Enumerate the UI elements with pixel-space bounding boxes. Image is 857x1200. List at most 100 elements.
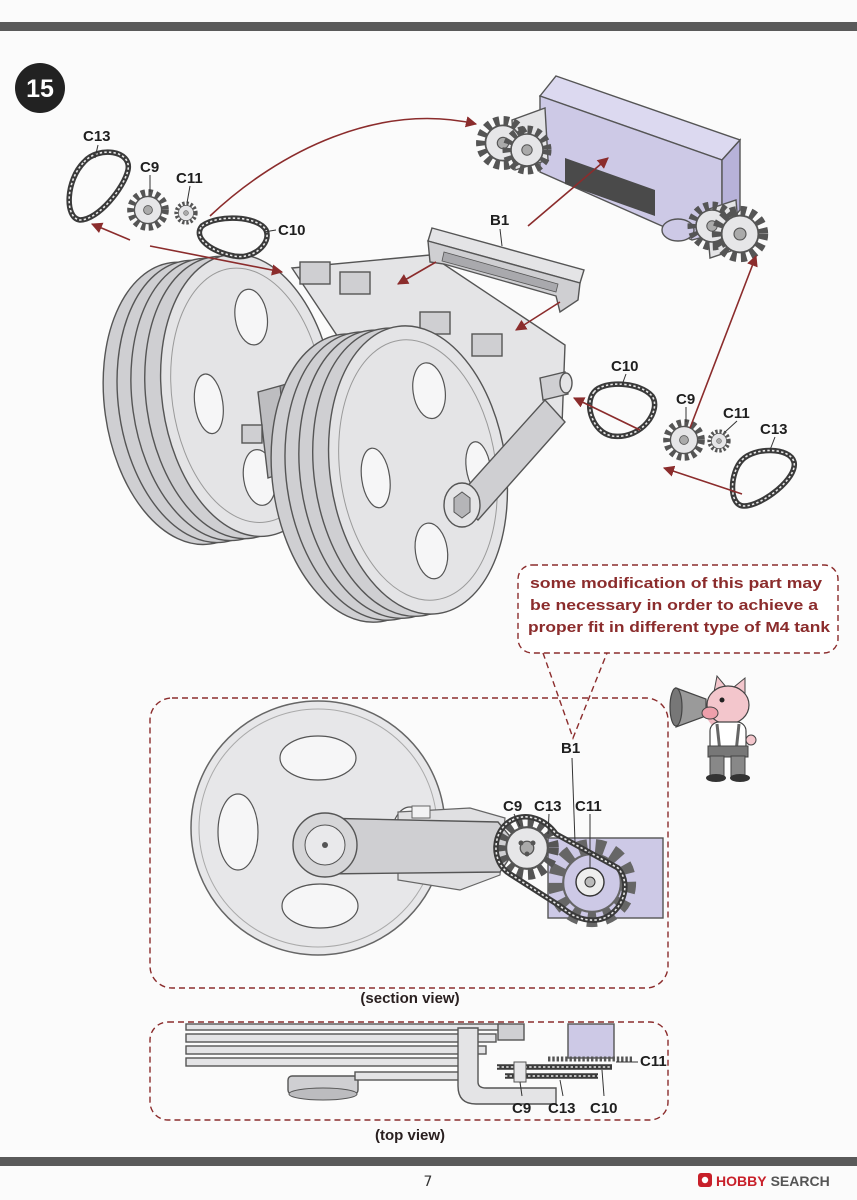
- chain-links: [495, 816, 626, 921]
- road-wheel-right: [270, 325, 509, 623]
- bogie-bracket: [299, 261, 331, 285]
- top-label-c11: C11: [640, 1053, 667, 1070]
- note-pointer: [542, 652, 608, 740]
- chain-links: [68, 151, 129, 221]
- arrow-right-axle: [572, 397, 641, 431]
- gearbox-slot: [565, 158, 655, 216]
- label-c10-right: C10: [611, 358, 639, 375]
- chain-c13-right: [729, 447, 797, 509]
- wheel-hole: [193, 373, 224, 435]
- wheel-hole: [234, 288, 269, 346]
- top-axle-rod: [354, 1071, 476, 1081]
- label-c13-left: C13: [83, 128, 111, 145]
- label-c11-right: C11: [723, 405, 750, 422]
- leader-lines: [94, 144, 776, 451]
- exploded-view: C13 C9 C11 C10 B1 C10 C9 C11 C13: [66, 75, 797, 623]
- top-gearbox: [567, 1023, 615, 1059]
- leader-line: [621, 373, 627, 386]
- label-b1: B1: [490, 212, 509, 229]
- leader-line: [769, 436, 776, 451]
- section-label-c13: C13: [534, 798, 562, 815]
- note-line-1: some modification of this part may: [530, 575, 823, 592]
- sprocket-pin: [518, 840, 524, 846]
- top-wheel-rim: [185, 1033, 497, 1043]
- leader-line: [547, 813, 550, 835]
- part-b1: [427, 227, 585, 314]
- sprocket-c9-right: [667, 423, 701, 457]
- label-c9-left: C9: [140, 159, 159, 176]
- logo-hobby: HOBBY: [716, 1173, 767, 1189]
- arrow-left-axle: [149, 245, 284, 276]
- chain-c13-left: [66, 149, 131, 223]
- left-drive-parts: [66, 149, 270, 260]
- step-badge-circle: [15, 63, 65, 113]
- arrow-to-sprocket-left: [209, 116, 478, 217]
- wheel-hole: [414, 522, 449, 580]
- label-c11-left: C11: [176, 170, 203, 187]
- mascot-shoe: [730, 774, 750, 782]
- mascot-eye: [719, 697, 725, 703]
- page-number: 7: [424, 1174, 433, 1190]
- right-drive-parts: [587, 381, 797, 509]
- footer-rule: [0, 1157, 857, 1166]
- section-wheel-hole: [279, 735, 357, 781]
- assembly-arrows: [90, 116, 758, 495]
- leader-line: [263, 229, 277, 233]
- section-hub-center: [322, 842, 328, 848]
- label-c10-left: C10: [278, 222, 306, 239]
- top-wheel-rim: [185, 1023, 505, 1031]
- section-label-c11: C11: [575, 798, 602, 815]
- leader-line: [601, 1069, 605, 1097]
- section-pinion-center: [584, 876, 596, 888]
- mascot-hand: [745, 734, 757, 746]
- leader-line: [513, 813, 521, 827]
- sprocket-pin: [524, 851, 530, 857]
- section-label-c9: C9: [503, 798, 522, 815]
- gearbox-block: [481, 75, 763, 258]
- logo-search: SEARCH: [771, 1173, 830, 1189]
- section-view: B1 C9 C13 C11 (section view): [149, 697, 669, 1007]
- leader-line: [724, 420, 738, 433]
- leader-line: [559, 1079, 564, 1097]
- wheel-hole: [412, 362, 446, 420]
- pinion-c11-right: [710, 432, 729, 451]
- megaphone-bell: [669, 687, 683, 727]
- arrow-to-sprocket-right: [689, 254, 758, 429]
- chain-links: [731, 449, 795, 507]
- arrow-b1-to-frame: [397, 261, 437, 285]
- top-label-c10: C10: [590, 1100, 618, 1117]
- top-wheel-rim: [185, 1045, 487, 1055]
- arrow-b1-to-frame: [515, 301, 561, 331]
- top-sprocket-c9: [513, 1061, 527, 1083]
- top-view-caption: (top view): [375, 1127, 445, 1144]
- chain-links: [198, 217, 268, 258]
- hex-nut: [453, 491, 471, 519]
- arrow-to-gearbox: [527, 157, 609, 227]
- section-clip: [411, 805, 431, 819]
- note-line-3: proper fit in different type of M4 tank: [528, 619, 831, 636]
- leader-line: [571, 757, 576, 843]
- top-hub-base: [288, 1087, 358, 1101]
- arrow-right-chain: [662, 465, 743, 495]
- section-wheel-hole: [217, 793, 259, 871]
- gearbox-mount: [661, 218, 695, 242]
- wheel-hole: [360, 447, 391, 509]
- modification-note: some modification of this part may be ne…: [517, 564, 839, 740]
- note-box: [517, 564, 839, 654]
- section-view-frame: [149, 697, 669, 989]
- step-number: 15: [26, 75, 54, 103]
- pig-megaphone-icon: [669, 674, 757, 782]
- section-sprocket-c9: [501, 822, 553, 874]
- section-wheel-hole: [281, 883, 359, 929]
- top-label-c13: C13: [548, 1100, 576, 1117]
- mascot-pants: [707, 745, 749, 758]
- mascot-snout: [701, 706, 719, 720]
- section-label-b1: B1: [561, 740, 580, 757]
- step-badge: 15: [15, 63, 65, 113]
- top-view-frame: [149, 1021, 669, 1121]
- top-bracket: [497, 1023, 525, 1041]
